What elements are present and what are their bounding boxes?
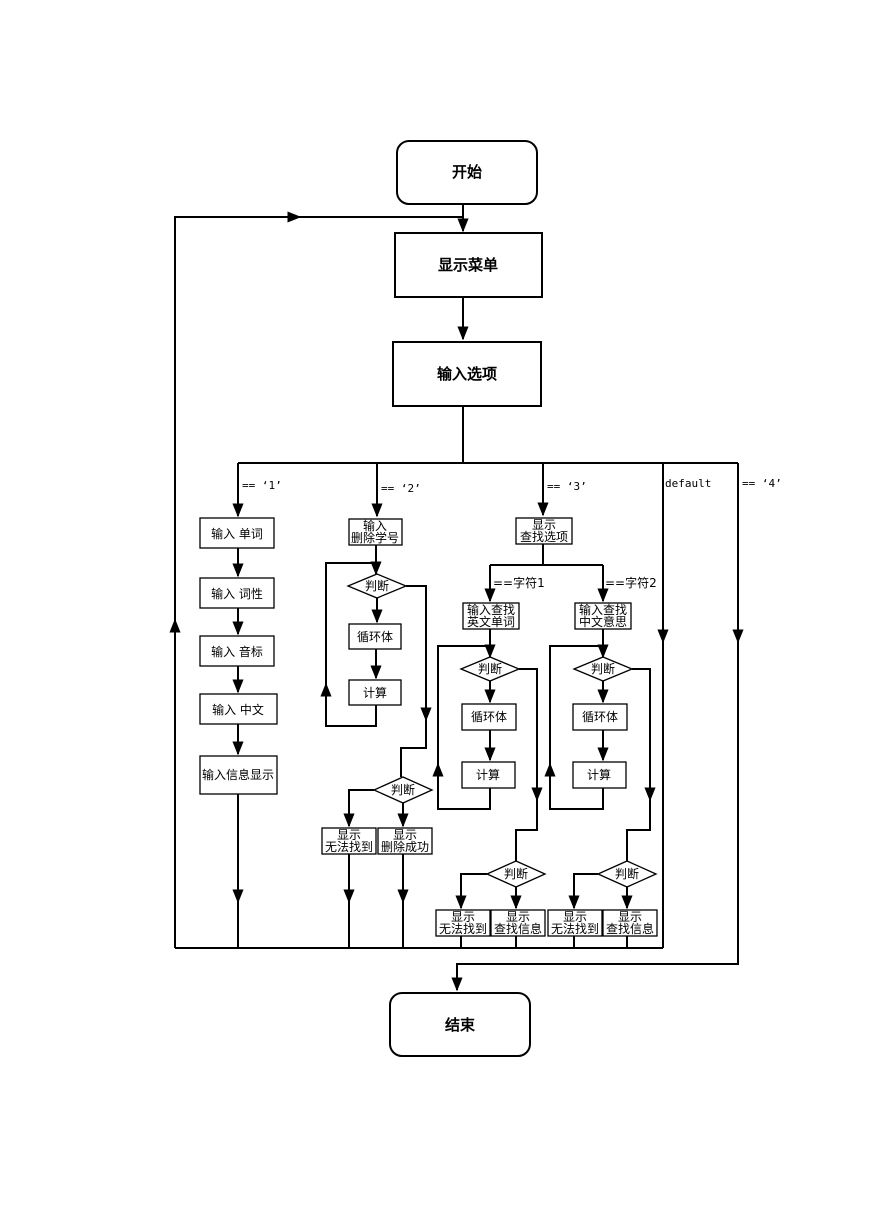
b1-input-pos: 输入 词性 — [199, 577, 275, 609]
b2-judge: 判断 — [346, 573, 408, 599]
b3s1-judge: 判断 — [459, 656, 521, 682]
svg-text:循环体: 循环体 — [582, 710, 618, 724]
b2-loop-back — [325, 562, 377, 727]
svg-text:判断: 判断 — [504, 866, 528, 881]
end-node: 结束 — [389, 992, 531, 1057]
svg-text:判断: 判断 — [615, 866, 639, 881]
svg-text:循环体: 循环体 — [471, 710, 507, 724]
char2-label: ==字符2 — [605, 575, 657, 590]
svg-text:英文单词: 英文单词 — [467, 614, 515, 629]
b3-show-options: 显示 查找选项 — [515, 517, 573, 545]
svg-text:无法找到: 无法找到 — [551, 922, 599, 936]
b3s2-exits — [573, 936, 628, 948]
svg-text:输入 词性: 输入 词性 — [211, 586, 263, 601]
b2-delete-success: 显示 删除成功 — [377, 827, 433, 855]
b3s1-calc: 计算 — [461, 761, 516, 789]
b3s2-not-found: 显示 无法找到 — [547, 909, 603, 937]
svg-text:判断: 判断 — [391, 782, 415, 797]
b3s2-no-arrow — [568, 873, 598, 910]
b2-exit-path — [400, 585, 427, 777]
b3s2-judge2: 判断 — [596, 860, 658, 888]
svg-text:计算: 计算 — [476, 767, 500, 782]
case3-label: == ‘3’ — [547, 480, 587, 493]
b3s2-exit-path — [626, 668, 651, 861]
svg-text:中文意思: 中文意思 — [579, 614, 627, 629]
svg-text:输入查找: 输入查找 — [579, 602, 627, 617]
b2-not-found: 显示 无法找到 — [321, 827, 377, 855]
svg-text:计算: 计算 — [363, 685, 387, 700]
svg-text:显示: 显示 — [618, 910, 642, 924]
svg-text:输入 中文: 输入 中文 — [212, 702, 264, 717]
b2-loop-body: 循环体 — [348, 623, 402, 650]
svg-text:判断: 判断 — [365, 578, 389, 593]
b3s1-exit-path — [515, 668, 538, 861]
b3s2-found: 显示 查找信息 — [602, 909, 658, 937]
svg-text:显示: 显示 — [451, 910, 475, 924]
b2-no-arrow — [343, 789, 374, 828]
svg-text:查找信息: 查找信息 — [494, 921, 542, 936]
b3s1-exits — [460, 936, 517, 948]
svg-text:查找选项: 查找选项 — [520, 530, 568, 544]
case4-label: == ‘4’ — [742, 477, 782, 490]
svg-text:计算: 计算 — [587, 767, 611, 782]
svg-text:查找信息: 查找信息 — [606, 921, 654, 936]
char1-label: ==字符1 — [493, 575, 545, 590]
input-option-node: 输入选项 — [392, 341, 542, 407]
start-node: 开始 — [396, 140, 538, 205]
svg-text:判断: 判断 — [591, 661, 615, 676]
svg-text:输入: 输入 — [363, 518, 387, 533]
b3s2-calc: 计算 — [572, 761, 627, 789]
svg-text:无法找到: 无法找到 — [325, 840, 373, 854]
case1-label: == ‘1’ — [242, 479, 282, 492]
exit-to-end — [451, 463, 739, 992]
svg-text:输入 单词: 输入 单词 — [211, 526, 263, 541]
svg-text:删除成功: 删除成功 — [381, 839, 429, 854]
b3s1-found: 显示 查找信息 — [490, 909, 546, 937]
svg-text:显示: 显示 — [563, 910, 587, 924]
end-label: 结束 — [445, 1016, 476, 1034]
svg-text:循环体: 循环体 — [357, 630, 393, 644]
b1-input-chinese: 输入 中文 — [199, 693, 278, 725]
b3s1-loop-body: 循环体 — [461, 703, 517, 731]
case-default-label: default — [665, 477, 711, 490]
show-menu-label: 显示菜单 — [438, 256, 498, 274]
svg-text:无法找到: 无法找到 — [439, 922, 487, 936]
svg-text:输入查找: 输入查找 — [467, 602, 515, 617]
b3s2-judge: 判断 — [572, 656, 634, 682]
b1-input-word: 输入 单词 — [199, 517, 275, 549]
show-menu-node: 显示菜单 — [394, 232, 543, 298]
b2-input-delete-id: 输入 删除学号 — [348, 518, 403, 546]
b2-calc: 计算 — [348, 679, 402, 706]
case2-label: == ‘2’ — [381, 482, 421, 495]
b3s1-not-found: 显示 无法找到 — [435, 909, 491, 937]
b1-input-phonetic: 输入 音标 — [199, 635, 275, 667]
b2-judge2: 判断 — [372, 776, 434, 804]
svg-text:显示: 显示 — [337, 828, 361, 842]
input-option-label: 输入选项 — [437, 365, 497, 383]
b3s1-loop-back — [437, 645, 491, 810]
svg-text:删除学号: 删除学号 — [351, 530, 399, 545]
b3s1-input-english: 输入查找 英文单词 — [462, 602, 520, 630]
svg-text:显示: 显示 — [393, 828, 417, 842]
svg-text:显示: 显示 — [532, 518, 556, 532]
svg-text:显示: 显示 — [506, 910, 530, 924]
svg-text:输入 音标: 输入 音标 — [211, 644, 263, 659]
start-label: 开始 — [452, 163, 482, 181]
b3-split — [490, 544, 603, 566]
b3s2-input-chinese: 输入查找 中文意思 — [574, 602, 632, 630]
b3s2-loop-back — [549, 645, 604, 810]
svg-text:判断: 判断 — [478, 661, 502, 676]
b1-show-info: 输入信息显示 — [199, 755, 278, 795]
b3s1-no-arrow — [455, 873, 487, 910]
svg-text:输入信息显示: 输入信息显示 — [202, 767, 274, 782]
b3s2-loop-body: 循环体 — [572, 703, 628, 731]
b3s1-judge2: 判断 — [485, 860, 547, 888]
loop-back-line — [174, 216, 463, 948]
